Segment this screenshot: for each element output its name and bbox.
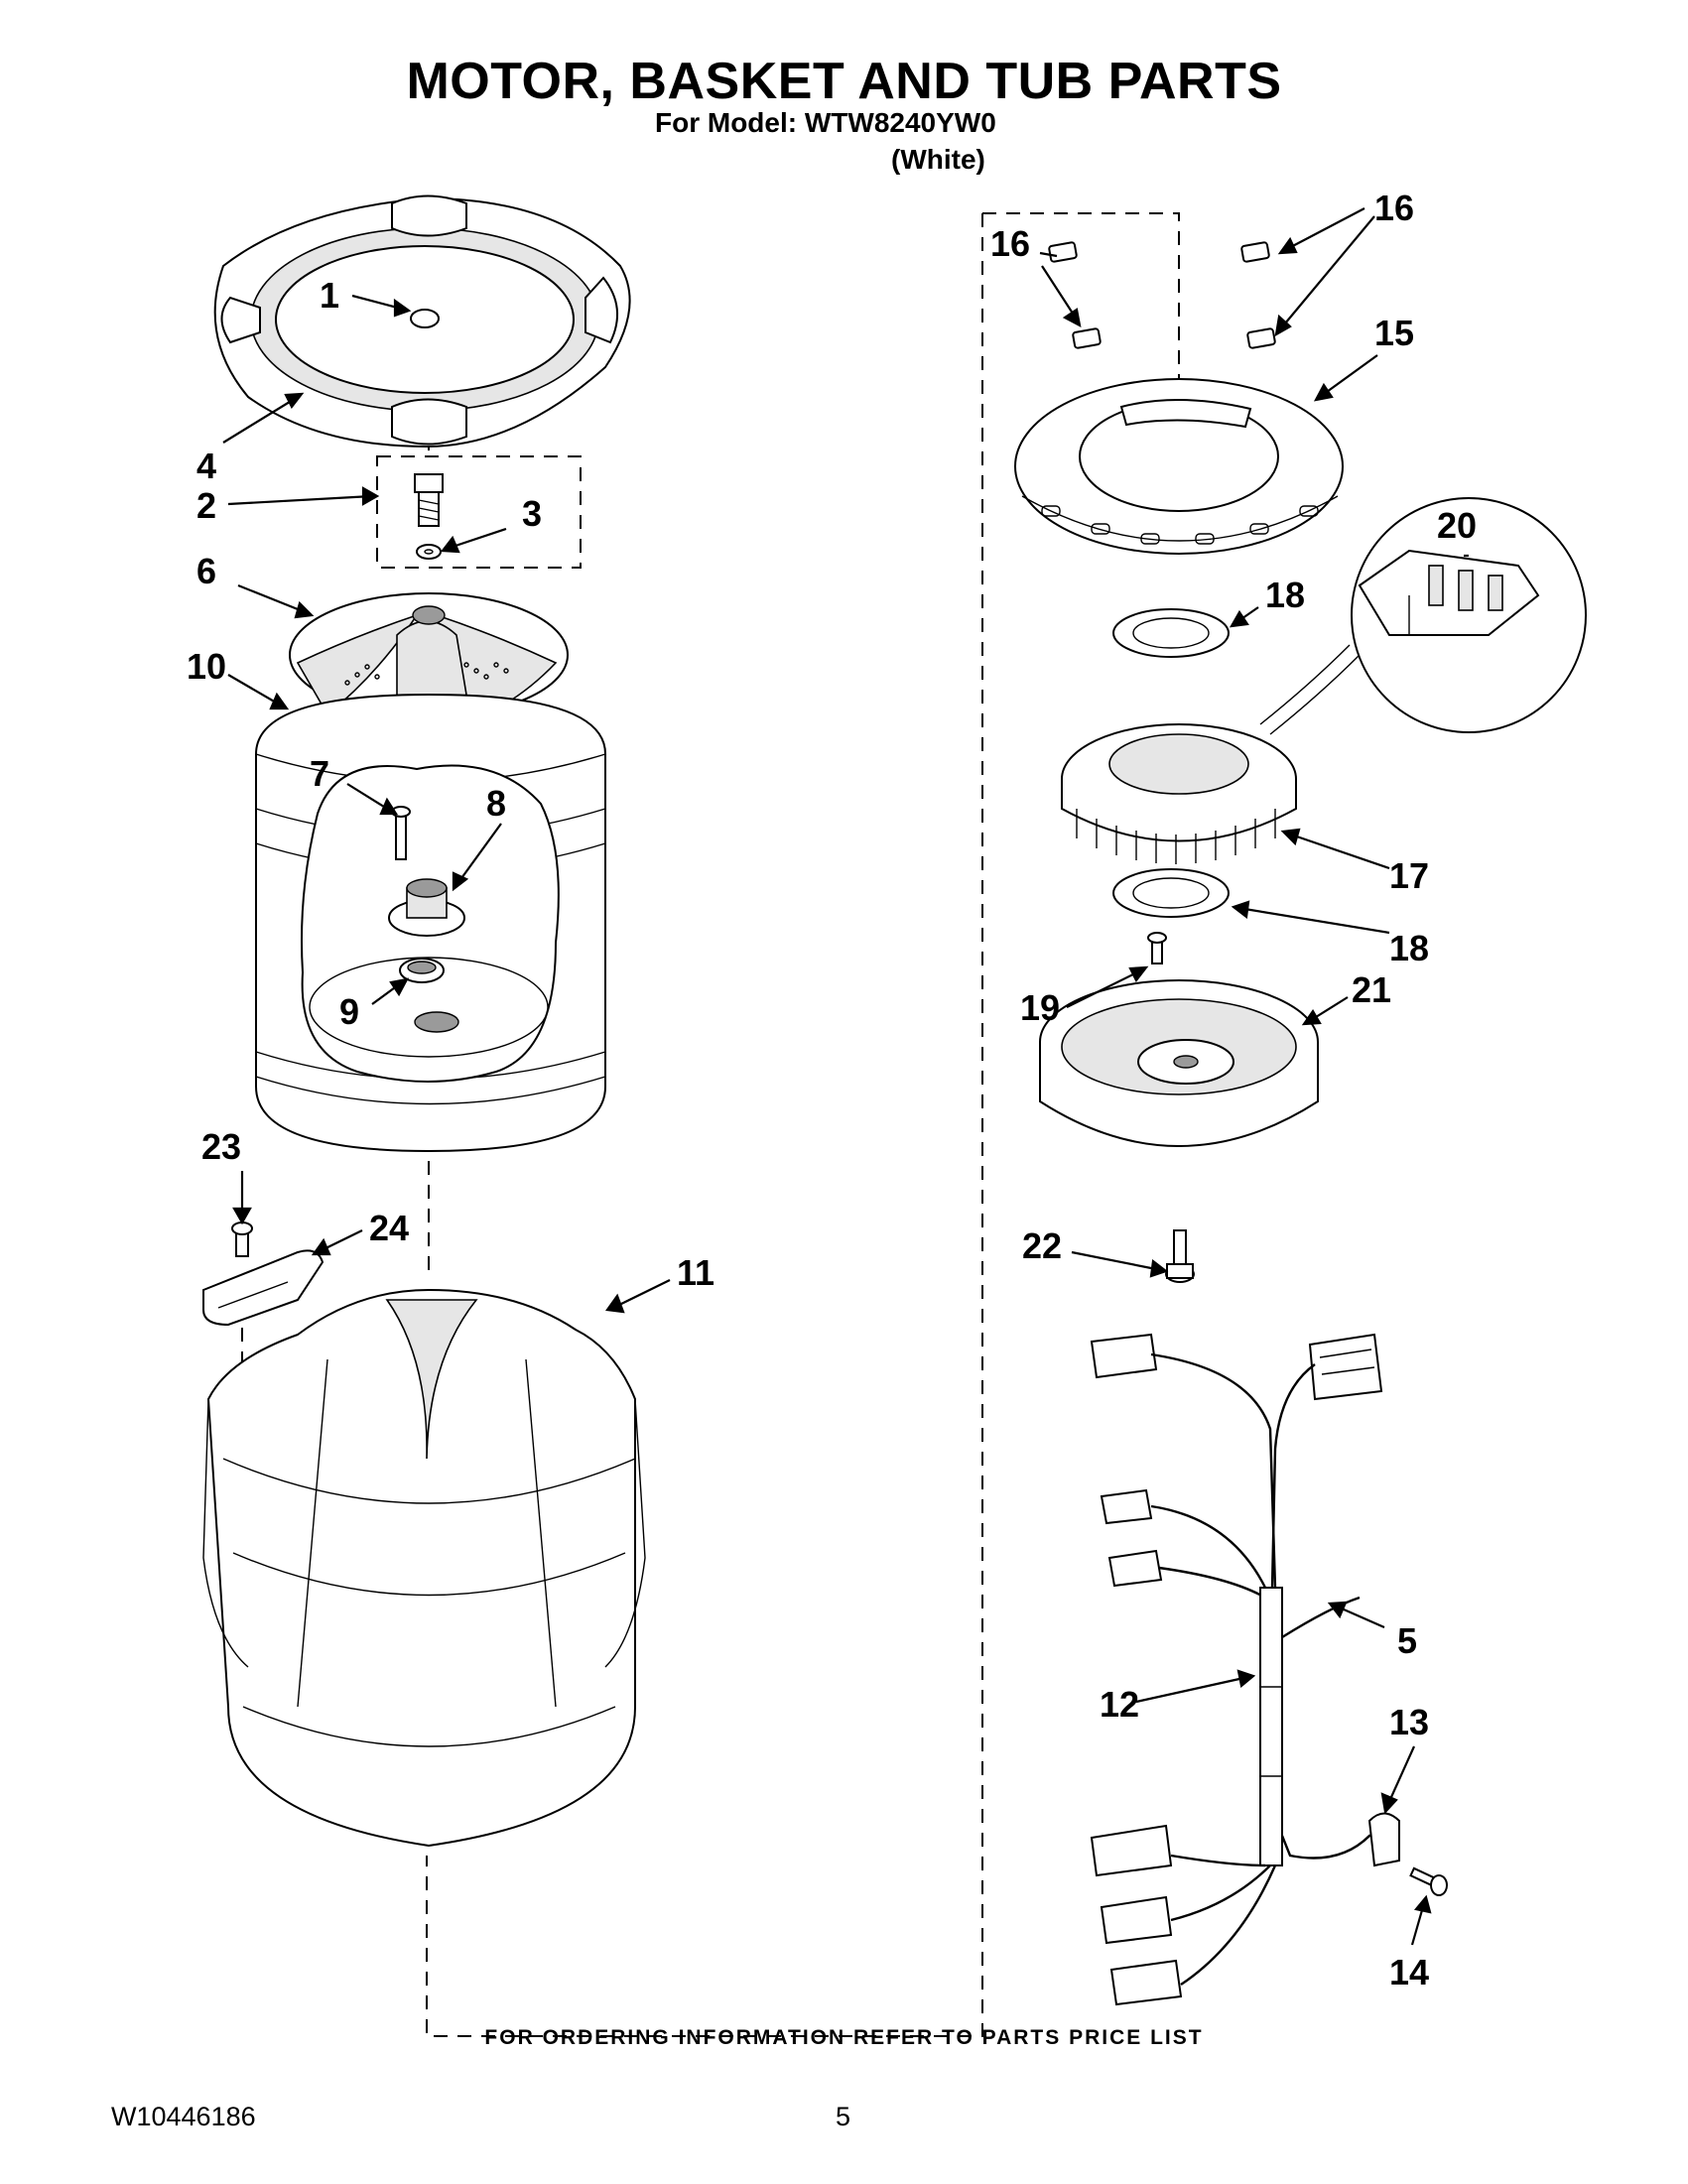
callout-14: 14 — [1389, 1952, 1429, 1992]
callout-23: 23 — [201, 1126, 241, 1167]
upper-gasket — [1112, 608, 1230, 658]
callout-6: 6 — [196, 551, 216, 591]
page-number: 5 — [836, 2102, 851, 2131]
callout-11: 11 — [677, 1252, 714, 1293]
callout-15: 15 — [1374, 313, 1414, 353]
callout-7: 7 — [310, 753, 329, 794]
callout-1: 1 — [320, 275, 339, 316]
callout-4: 4 — [196, 446, 216, 486]
callout-19: 19 — [1020, 987, 1060, 1028]
rotor — [1039, 979, 1319, 1147]
motor-mount-ring — [1014, 378, 1344, 555]
callout-24: 24 — [369, 1208, 409, 1248]
leader-lines — [222, 207, 1469, 1946]
callout-16-left: 16 — [990, 223, 1030, 264]
stator — [1061, 644, 1361, 864]
callout-18-lower: 18 — [1389, 928, 1429, 968]
harness-clamp — [1367, 1812, 1400, 1867]
hub-bolt — [414, 473, 444, 527]
rotor-screw — [1147, 932, 1167, 964]
outer-tub — [202, 1288, 646, 1848]
ordering-note: FOR ORDERING INFORMATION REFER TO PARTS … — [484, 2026, 1204, 2049]
callout-13: 13 — [1389, 1702, 1429, 1742]
tub-cover — [202, 1249, 325, 1327]
drive-hub — [388, 878, 465, 937]
sensor-inset — [1351, 497, 1587, 733]
page-title: MOTOR, BASKET AND TUB PARTS — [406, 53, 1282, 110]
callout-9: 9 — [339, 991, 359, 1032]
rotor-bolt — [1165, 1229, 1195, 1283]
callout-18-upper: 18 — [1265, 575, 1305, 615]
document-number: W10446186 — [111, 2102, 256, 2131]
color-line: (White) — [891, 144, 985, 175]
callout-16-right: 16 — [1374, 188, 1414, 228]
model-line: For Model: WTW8240YW0 — [655, 107, 996, 138]
callout-numbers: 1 2 3 4 5 6 7 8 9 10 11 12 13 14 15 16 1… — [187, 188, 1477, 1992]
callout-22: 22 — [1022, 1225, 1062, 1266]
callout-10: 10 — [187, 646, 226, 687]
cover-screw — [231, 1221, 253, 1257]
callout-5: 5 — [1397, 1620, 1417, 1661]
callout-21: 21 — [1352, 969, 1391, 1010]
callout-8: 8 — [486, 783, 506, 824]
damper-pads — [1048, 241, 1276, 349]
callout-2: 2 — [196, 485, 216, 526]
washer — [416, 544, 442, 560]
lower-gasket — [1112, 868, 1230, 918]
tub-ring — [213, 194, 631, 449]
callout-12: 12 — [1100, 1684, 1139, 1725]
wire-harness — [1090, 1333, 1384, 2006]
basket-screw — [391, 806, 411, 860]
callout-20: 20 — [1437, 505, 1477, 546]
callout-17: 17 — [1389, 855, 1429, 896]
bearing — [399, 958, 445, 983]
clamp-screw — [1409, 1866, 1448, 1896]
callout-3: 3 — [522, 493, 542, 534]
